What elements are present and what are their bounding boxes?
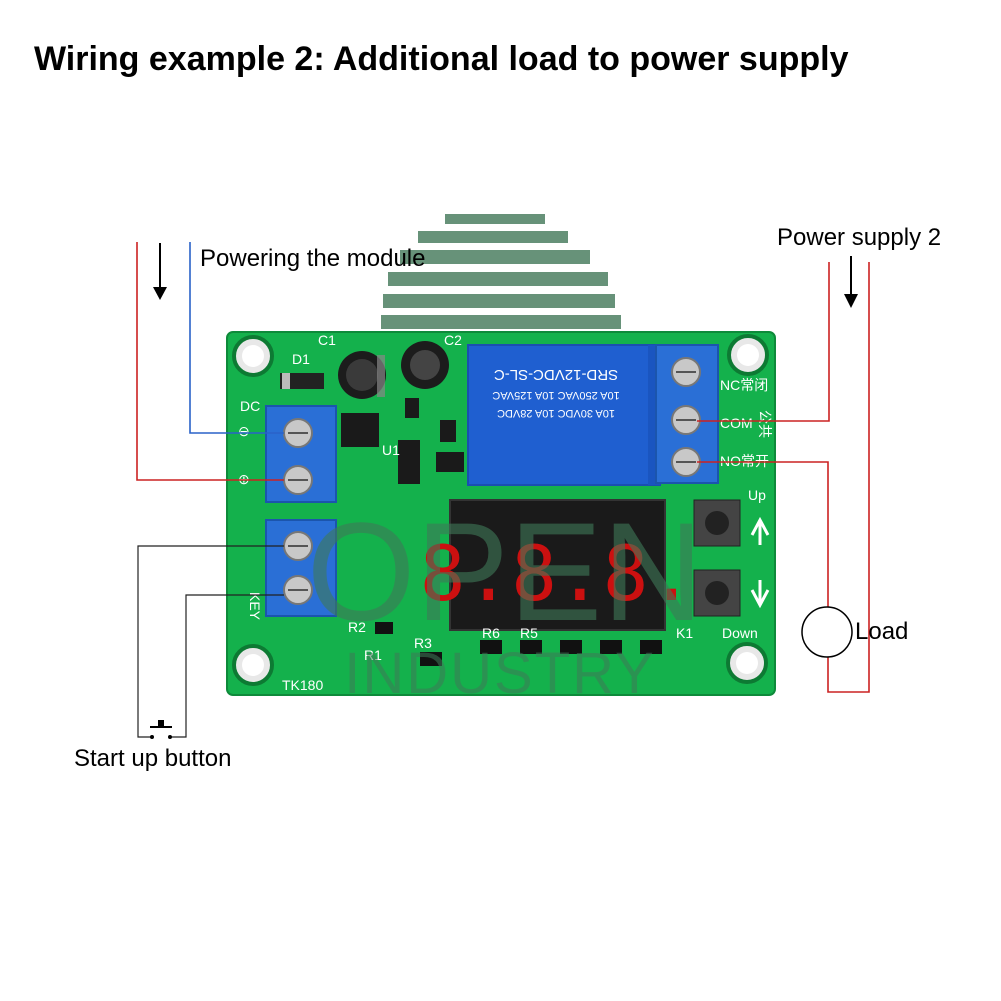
load-icon	[801, 606, 853, 658]
part-label-r6: R6	[482, 625, 500, 641]
minus-label: ⊖	[238, 423, 250, 439]
part-label-d1: D1	[292, 351, 310, 367]
pcb-board	[226, 331, 776, 696]
load-label: Load	[855, 618, 909, 645]
part-label-r1: R1	[364, 647, 382, 663]
mounting-hole	[232, 335, 274, 377]
terminal-com-label: COM	[720, 415, 753, 431]
part-label-r3: R3	[414, 635, 432, 651]
wire-red-com	[697, 262, 830, 422]
up-label: Up	[748, 487, 766, 503]
relay-model-text: SRD-12VDC-SL-C	[494, 366, 618, 383]
regulator-u1	[341, 413, 379, 447]
wire-red-no	[697, 461, 829, 607]
down-button	[693, 569, 741, 617]
part-label-r2: R2	[348, 619, 366, 635]
watermark-industry: INDUSTRY	[344, 641, 655, 706]
key-terminal-block	[265, 519, 337, 617]
mounting-hole	[727, 334, 769, 376]
wire-blue-dc-minus	[189, 242, 284, 434]
relay-rating-text-1: 10A 250VAC 10A 125VAC	[492, 389, 619, 401]
terminal-com-cn-label: 公共	[757, 410, 773, 438]
down-label: Down	[722, 625, 758, 641]
module-power-wires	[136, 242, 284, 481]
part-label-u1: U1	[382, 442, 400, 458]
powering-module-label: Powering the module	[200, 245, 426, 272]
seven-segment-display	[449, 499, 666, 631]
plus-label: ⊕	[238, 471, 250, 487]
start-button-label: Start up button	[74, 745, 232, 772]
dc-terminal-block	[265, 405, 337, 503]
board-id-label: TK180	[282, 677, 323, 693]
capacitor-c2	[401, 341, 449, 389]
part-label-c1: C1	[318, 332, 336, 348]
power-supply-2-label: Power supply 2	[777, 224, 942, 251]
wire-red-supply-return	[827, 262, 870, 693]
relay-rating-text-2: 10A 30VDC 10A 28VDC	[497, 407, 615, 419]
up-arrow-icon	[750, 516, 770, 545]
part-label-c2: C2	[444, 332, 462, 348]
start-button-wires	[137, 545, 284, 739]
part-label-k1: K1	[676, 625, 693, 641]
dc-label: DC	[240, 398, 260, 414]
relay	[467, 344, 661, 486]
down-arrow-icon	[750, 580, 770, 609]
mounting-hole	[726, 642, 768, 684]
display-digits: 8.8.8.	[420, 529, 695, 618]
relay-terminal-block	[655, 344, 719, 484]
part-label-r5: R5	[520, 625, 538, 641]
terminal-nc-label: NC常闭	[720, 377, 768, 393]
wire-red-dc-plus	[136, 242, 284, 481]
push-button-icon	[150, 720, 172, 739]
watermark-open: OPEN	[307, 493, 704, 650]
terminal-no-label: NO常开	[720, 453, 769, 469]
diode-d1	[280, 373, 324, 389]
key-label: KEY	[247, 592, 263, 621]
transistor	[436, 452, 464, 472]
mounting-hole	[232, 644, 274, 686]
diagram-title: Wiring example 2: Additional load to pow…	[34, 40, 849, 78]
capacitor-c1	[338, 351, 386, 399]
smd-resistors	[375, 622, 662, 666]
up-button	[693, 499, 741, 547]
ic-chip	[398, 440, 420, 484]
load-circuit-wires	[697, 256, 870, 693]
watermark-logo-stripes	[381, 214, 621, 329]
